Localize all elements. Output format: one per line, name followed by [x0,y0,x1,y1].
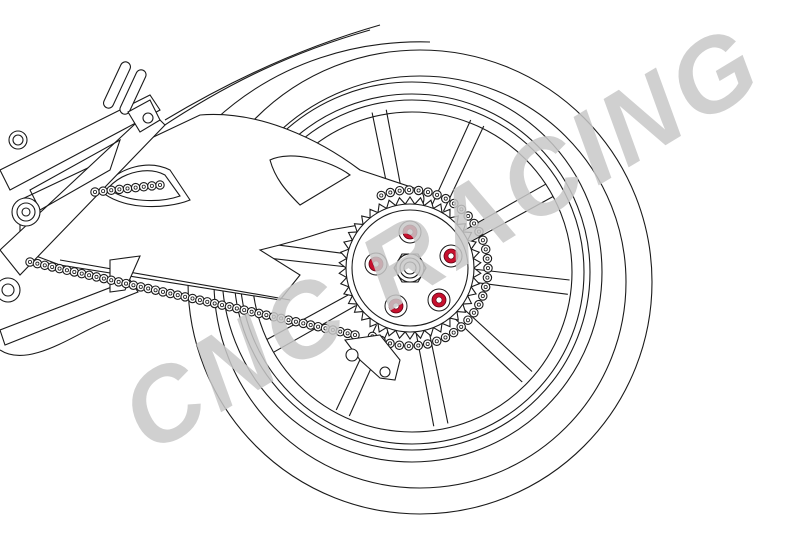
red-bolt [398,220,422,244]
red-bolt [439,244,463,268]
tail-fairing [149,24,431,136]
sprocket-bolts [364,220,463,318]
brake-caliper-bracket [344,334,401,381]
rearset-bracket [0,61,166,356]
axle-nut [393,253,427,283]
red-bolt [384,294,408,318]
red-bolt [364,252,388,276]
drive-chain [25,180,493,351]
red-bolt [427,288,451,312]
